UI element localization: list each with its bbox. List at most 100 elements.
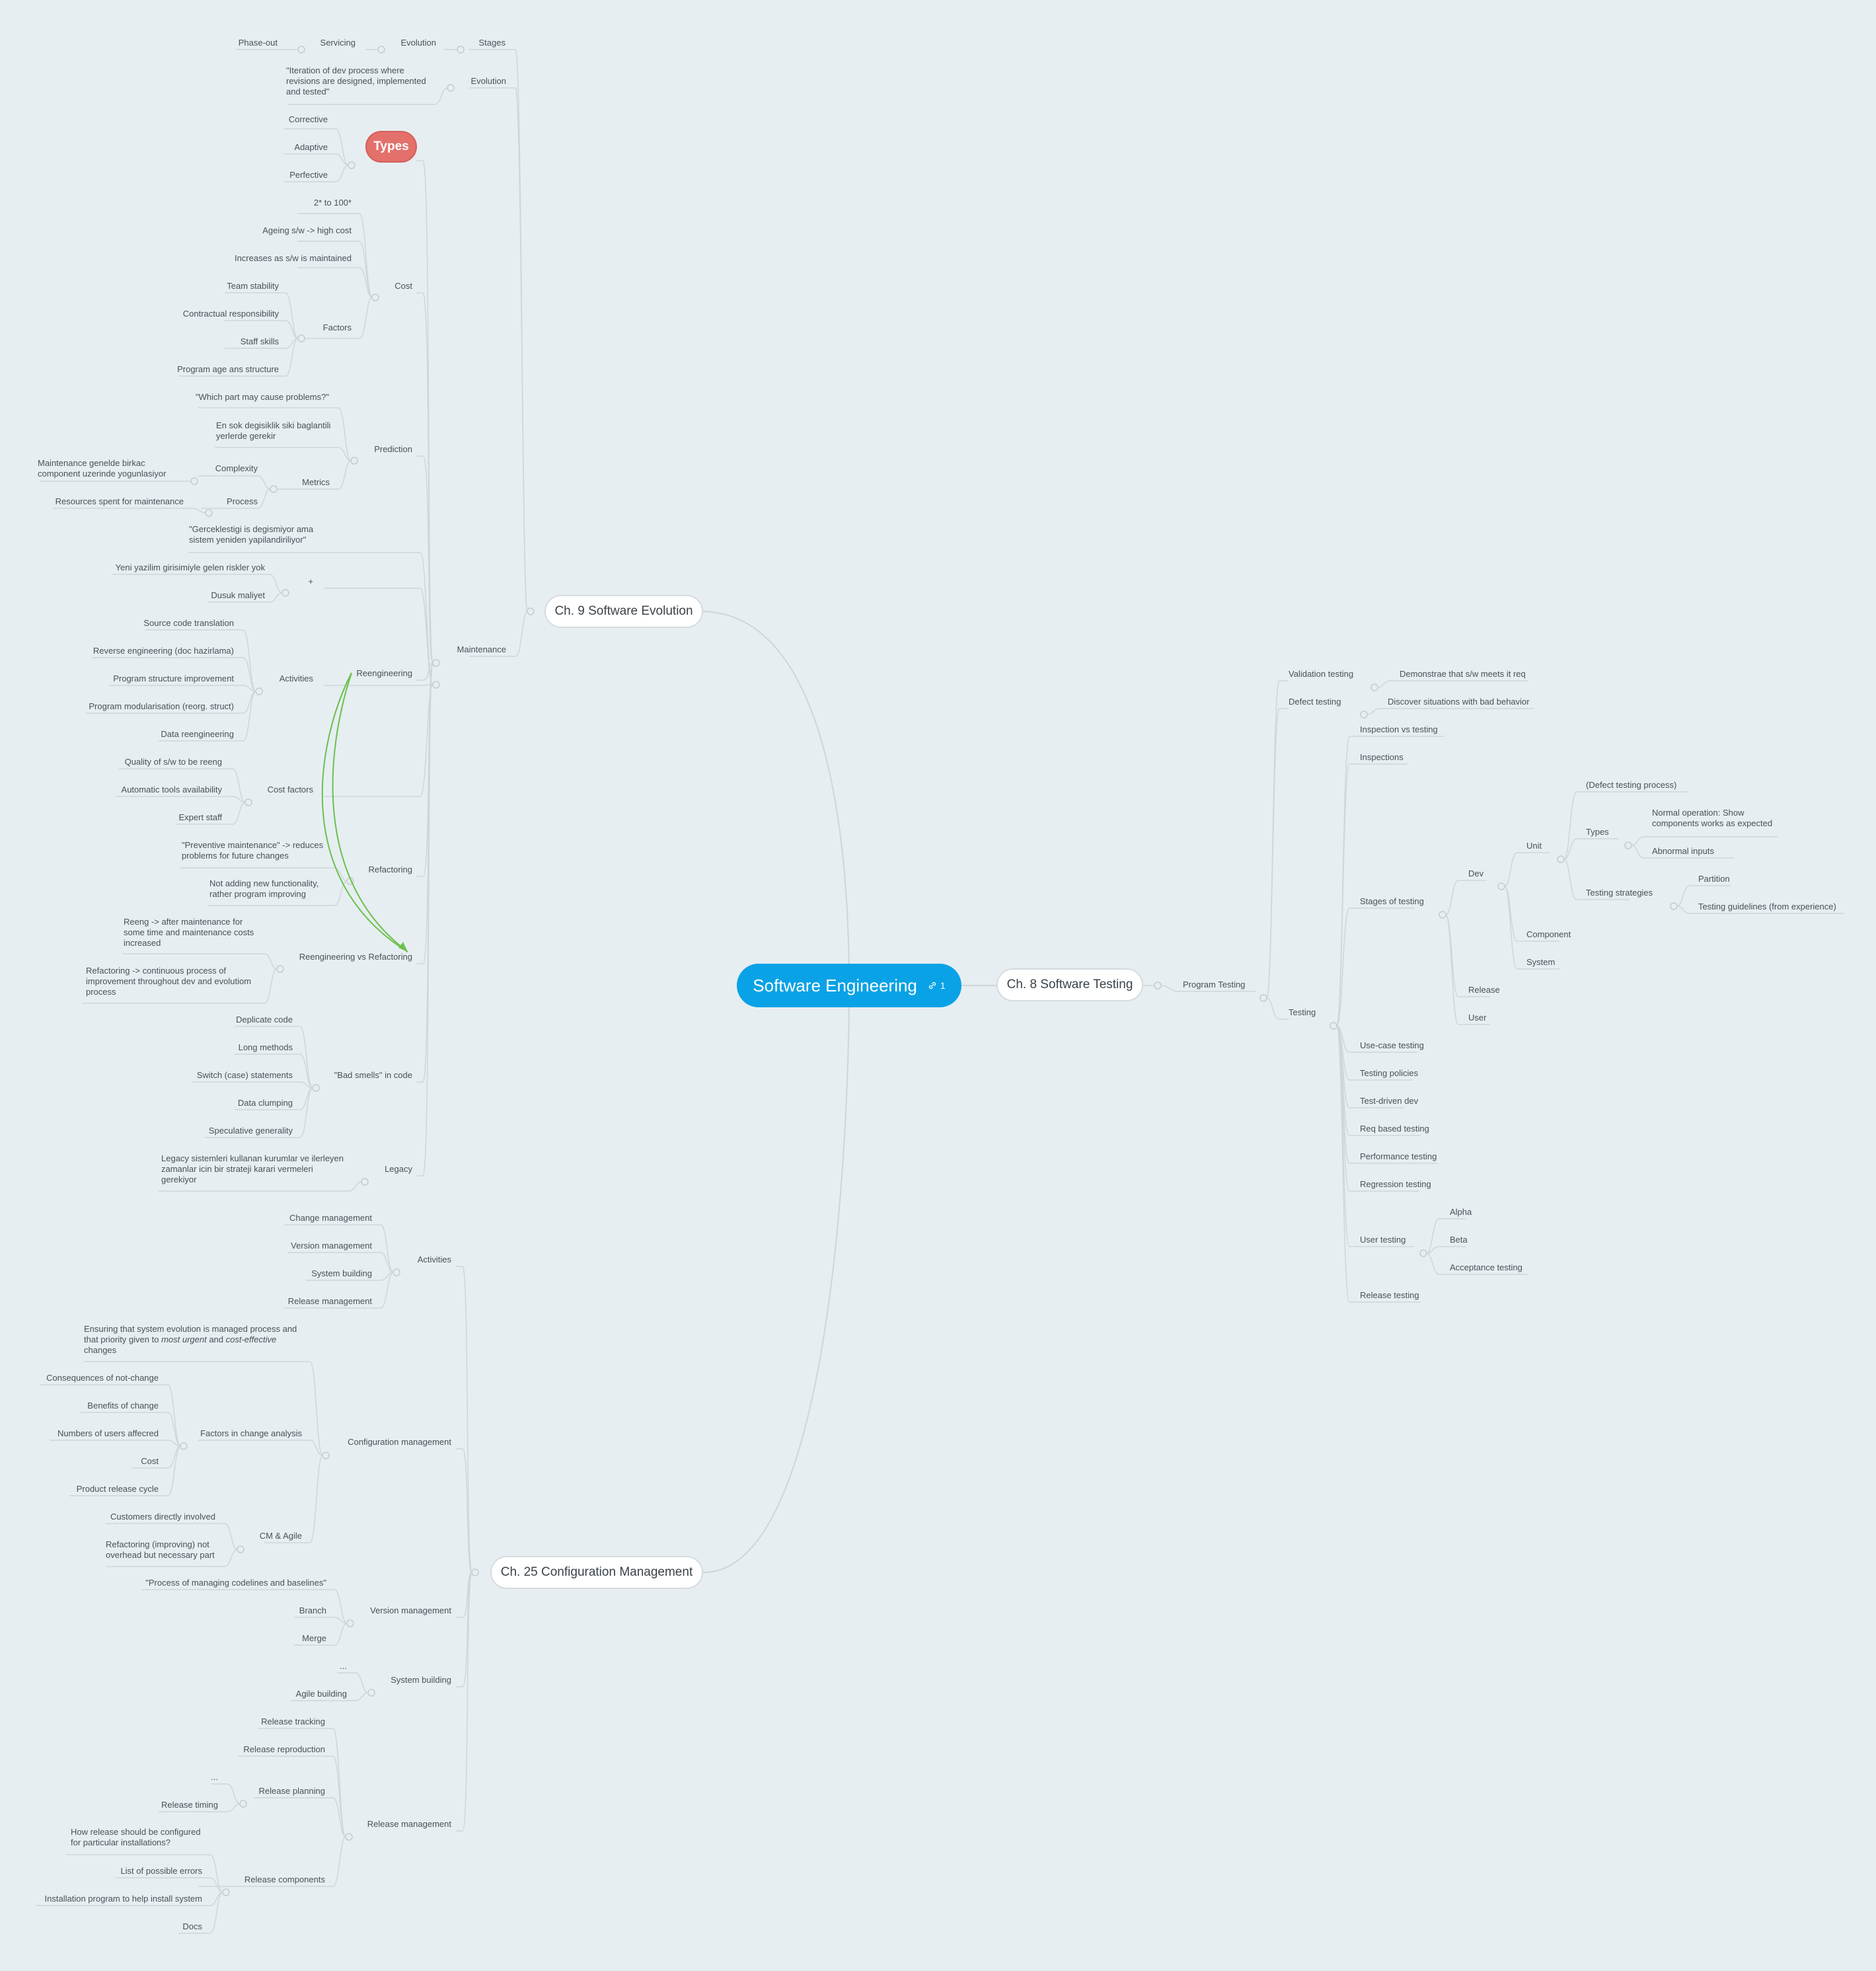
topic-release-components[interactable]: Release components bbox=[244, 1874, 325, 1884]
topic-configuration-management[interactable]: Configuration management bbox=[348, 1437, 451, 1447]
topic-corrective[interactable]: Corrective bbox=[288, 114, 328, 124]
topic-maintenance[interactable]: Maintenance bbox=[457, 644, 506, 654]
topic-factors-in-change-analysis[interactable]: Factors in change analysis bbox=[200, 1428, 302, 1438]
topic-program-testing[interactable]: Program Testing bbox=[1183, 980, 1246, 989]
branch-collapse-toggle[interactable] bbox=[297, 46, 305, 54]
topic-ageing[interactable]: Ageing s/w -> high cost bbox=[262, 225, 352, 235]
branch-collapse-toggle[interactable] bbox=[1670, 902, 1678, 910]
topic-testing-policies[interactable]: Testing policies bbox=[1360, 1068, 1419, 1078]
topic-inspection-vs-testing[interactable]: Inspection vs testing bbox=[1360, 724, 1438, 734]
topic-use-case-testing[interactable]: Use-case testing bbox=[1360, 1040, 1424, 1050]
topic-refactoring-not-overhead[interactable]: Refactoring (improving) not overhead but… bbox=[106, 1539, 215, 1560]
branch-collapse-toggle[interactable] bbox=[1360, 711, 1368, 718]
branch-collapse-toggle[interactable] bbox=[244, 798, 252, 806]
topic-preventive[interactable]: "Preventive maintenance" -> reduces prob… bbox=[182, 840, 324, 861]
branch-collapse-toggle[interactable] bbox=[1497, 882, 1505, 890]
branch-ch25-configuration-management[interactable]: Ch. 25 Configuration Management bbox=[490, 1556, 703, 1589]
topic-refactoring-continuous[interactable]: Refactoring -> continuous process of imp… bbox=[86, 966, 252, 997]
topic-complexity-note[interactable]: Maintenance genelde birkac component uze… bbox=[38, 458, 167, 479]
topic-testing-strategies[interactable]: Testing strategies bbox=[1586, 888, 1653, 898]
topic-release-tracking[interactable]: Release tracking bbox=[261, 1717, 325, 1726]
topic-dusuk[interactable]: Dusuk maliyet bbox=[211, 590, 265, 600]
topic-process-note[interactable]: Resources spent for maintenance bbox=[55, 496, 184, 506]
branch-collapse-toggle[interactable] bbox=[1419, 1249, 1427, 1257]
topic-reeng-after[interactable]: Reeng -> after maintenance for some time… bbox=[124, 917, 254, 948]
topic-defect-testing[interactable]: Defect testing bbox=[1289, 697, 1341, 707]
topic-expert-staff[interactable]: Expert staff bbox=[178, 812, 222, 822]
topic-stages[interactable]: Stages bbox=[478, 38, 506, 48]
topic-source-code[interactable]: Source code translation bbox=[143, 618, 234, 628]
topic-data-reengineering[interactable]: Data reengineering bbox=[161, 729, 234, 739]
topic-refactoring[interactable]: Refactoring bbox=[368, 865, 412, 874]
topic-numbers-of-users[interactable]: Numbers of users affecred bbox=[57, 1428, 159, 1438]
topic-system-building-ellipsis[interactable]: ... bbox=[340, 1661, 347, 1671]
topic-phase-out[interactable]: Phase-out bbox=[238, 38, 278, 48]
topic-performance-testing[interactable]: Performance testing bbox=[1360, 1151, 1437, 1161]
topic-which-part[interactable]: "Which part may cause problems?" bbox=[195, 392, 329, 402]
topic-complexity[interactable]: Complexity bbox=[215, 463, 258, 473]
topic-validation-testing[interactable]: Validation testing bbox=[1289, 669, 1354, 679]
topic-customers-involved[interactable]: Customers directly involved bbox=[110, 1512, 215, 1522]
topic-system-building-branch[interactable]: System building bbox=[391, 1675, 451, 1685]
branch-collapse-toggle[interactable] bbox=[346, 1619, 354, 1627]
topic-en-sok[interactable]: En sok degisiklik siki baglantili yerler… bbox=[216, 420, 331, 441]
topic-prediction[interactable]: Prediction bbox=[374, 444, 412, 454]
branch-collapse-toggle[interactable] bbox=[371, 293, 379, 301]
topic-list-of-errors[interactable]: List of possible errors bbox=[120, 1866, 202, 1876]
branch-collapse-toggle[interactable] bbox=[255, 687, 263, 695]
topic-testing[interactable]: Testing bbox=[1289, 1007, 1316, 1017]
branch-collapse-toggle[interactable] bbox=[377, 46, 385, 54]
topic-speculative-generality[interactable]: Speculative generality bbox=[208, 1126, 293, 1136]
branch-collapse-toggle[interactable] bbox=[237, 1545, 244, 1553]
branch-collapse-toggle[interactable] bbox=[180, 1442, 188, 1450]
topic-test-driven-dev[interactable]: Test-driven dev bbox=[1360, 1096, 1419, 1106]
branch-collapse-toggle[interactable] bbox=[190, 477, 198, 485]
topic-testing-guidelines[interactable]: Testing guidelines (from experience) bbox=[1698, 902, 1836, 911]
topic-ensuring[interactable]: Ensuring that system evolution is manage… bbox=[84, 1324, 297, 1355]
topic-branch[interactable]: Branch bbox=[299, 1605, 326, 1615]
branch-collapse-toggle[interactable] bbox=[239, 1800, 247, 1808]
branch-collapse-toggle[interactable] bbox=[297, 334, 305, 342]
topic-automatic-tools[interactable]: Automatic tools availability bbox=[121, 785, 222, 794]
topic-installation-program[interactable]: Installation program to help install sys… bbox=[44, 1894, 202, 1904]
branch-collapse-toggle[interactable] bbox=[361, 1178, 369, 1186]
topic-system[interactable]: System bbox=[1526, 957, 1556, 967]
topic-not-adding[interactable]: Not adding new functionality, rather pro… bbox=[209, 878, 319, 899]
topic-activities[interactable]: Activities bbox=[279, 674, 313, 683]
topic-cost-range[interactable]: 2* to 100* bbox=[313, 198, 352, 208]
branch-collapse-toggle[interactable] bbox=[205, 509, 213, 517]
branch-collapse-toggle[interactable] bbox=[312, 1084, 320, 1092]
topic-defect-note[interactable]: Discover situations with bad behavior bbox=[1388, 697, 1530, 707]
branch-collapse-toggle[interactable] bbox=[471, 1568, 479, 1576]
topic-stages-of-testing[interactable]: Stages of testing bbox=[1360, 896, 1424, 906]
topic-yeni[interactable]: Yeni yazilim girisimiyle gelen riskler y… bbox=[115, 562, 265, 572]
branch-ch8-software-testing[interactable]: Ch. 8 Software Testing bbox=[996, 968, 1143, 1001]
topic-reverse-engineering[interactable]: Reverse engineering (doc hazirlama) bbox=[93, 646, 234, 656]
topic-program-structure[interactable]: Program structure improvement bbox=[113, 674, 234, 683]
branch-collapse-toggle[interactable] bbox=[447, 84, 455, 92]
branch-collapse-toggle[interactable] bbox=[1330, 1022, 1337, 1030]
topic-release-planning[interactable]: Release planning bbox=[258, 1786, 325, 1796]
branch-collapse-toggle[interactable] bbox=[432, 681, 440, 689]
topic-release-reproduction[interactable]: Release reproduction bbox=[243, 1744, 325, 1754]
topic-regression-testing[interactable]: Regression testing bbox=[1360, 1179, 1431, 1189]
topic-process[interactable]: Process bbox=[227, 496, 258, 506]
branch-collapse-toggle[interactable] bbox=[222, 1888, 230, 1896]
topic-plus[interactable]: + bbox=[308, 576, 313, 586]
topic-evolution-stage[interactable]: Evolution bbox=[400, 38, 436, 48]
topic-release-testing[interactable]: Release testing bbox=[1360, 1290, 1419, 1300]
topic-normal-operation[interactable]: Normal operation: Show components works … bbox=[1652, 808, 1773, 828]
topic-release[interactable]: Release bbox=[1468, 985, 1500, 995]
topic-unit-types[interactable]: Types bbox=[1586, 827, 1609, 837]
branch-collapse-toggle[interactable] bbox=[1259, 994, 1267, 1002]
branch-collapse-toggle[interactable] bbox=[393, 1268, 400, 1276]
topic-release-timing[interactable]: Release timing bbox=[161, 1800, 218, 1810]
topic-contractual[interactable]: Contractual responsibility bbox=[182, 309, 279, 319]
topic-change-cost[interactable]: Cost bbox=[141, 1456, 159, 1466]
topic-req-based-testing[interactable]: Req based testing bbox=[1360, 1124, 1429, 1134]
branch-ch9-software-evolution[interactable]: Ch. 9 Software Evolution bbox=[544, 595, 703, 628]
topic-long-methods[interactable]: Long methods bbox=[238, 1042, 293, 1052]
topic-program-modularisation[interactable]: Program modularisation (reorg. struct) bbox=[89, 701, 234, 711]
topic-version-management[interactable]: Version management bbox=[291, 1241, 372, 1251]
topic-merge[interactable]: Merge bbox=[302, 1633, 326, 1643]
